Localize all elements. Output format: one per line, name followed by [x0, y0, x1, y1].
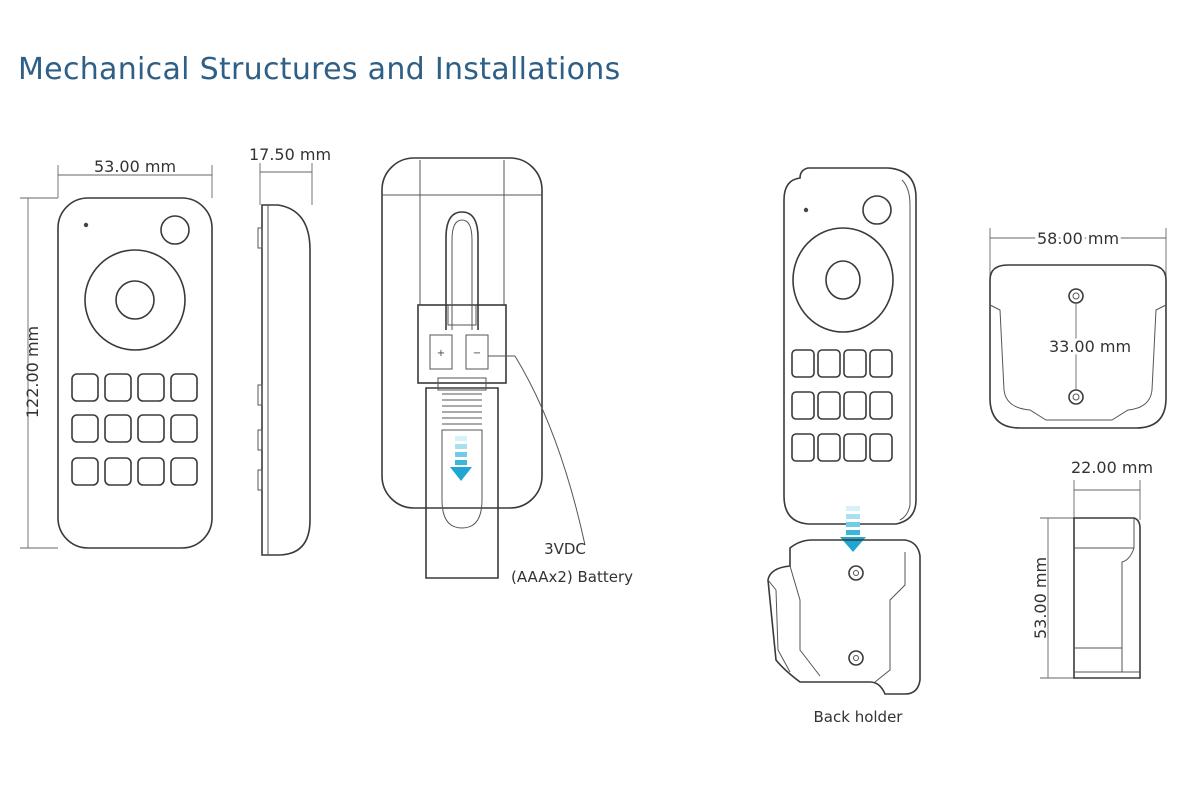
remote-side-body: [261, 204, 311, 556]
front-width-label: 53.00 mm: [94, 157, 176, 176]
holder-side-outline: [1073, 517, 1141, 679]
screw-hole: [848, 650, 864, 666]
holder-front-outline: [989, 264, 1167, 429]
wheel-center-button: [825, 260, 861, 300]
screw-hole-top: [1068, 288, 1084, 304]
key: [170, 414, 198, 443]
front-height-dimension: 122.00 mm: [20, 197, 58, 549]
screw-hole: [848, 565, 864, 581]
key: [137, 373, 165, 402]
back-holder-label: Back holder: [814, 708, 904, 726]
remote-front-body: [57, 197, 213, 549]
perspective-assembly: Back holder: [767, 167, 921, 726]
key: [104, 373, 132, 402]
insert-arrow-icon: [840, 506, 866, 552]
battery-type-label: (AAAx2) Battery: [511, 568, 633, 586]
holder-depth-label: 22.00 mm: [1071, 458, 1153, 477]
holder-side-view: 22.00 mm 53.00 mm: [1031, 458, 1153, 679]
svg-text:−: −: [473, 348, 481, 359]
color-wheel: [84, 249, 186, 351]
svg-text:+: +: [437, 348, 445, 359]
battery-voltage-label: 3VDC: [544, 540, 586, 558]
key: [71, 414, 99, 443]
battery-cell: [429, 334, 453, 370]
holder-height-label: 53.00 mm: [1031, 557, 1050, 639]
indicator-led: [83, 222, 89, 228]
front-height-label: 122.00 mm: [23, 326, 42, 418]
key: [137, 414, 165, 443]
holder-height-dimension: 53.00 mm: [1031, 517, 1074, 679]
front-width-dimension: 53.00 mm: [57, 157, 213, 198]
holder-front-view: 58.00 mm 33.00 mm: [989, 226, 1167, 429]
battery-cell: [465, 334, 489, 370]
side-depth-label: 17.50 mm: [249, 145, 331, 164]
power-button: [160, 215, 190, 245]
side-view: 17.50 mm: [249, 145, 331, 556]
color-wheel: [792, 227, 894, 333]
holder-width-label: 58.00 mm: [1037, 229, 1119, 248]
key: [71, 457, 99, 486]
battery-compartment: [417, 304, 507, 384]
lanyard-loop: [445, 211, 479, 330]
remote-3d-body: [783, 167, 917, 525]
key: [170, 457, 198, 486]
cover-grip: [442, 393, 482, 425]
holder-depth-dimension: 22.00 mm: [1071, 458, 1153, 520]
front-view: 53.00 mm 122.00 mm: [20, 157, 213, 549]
front-keypad: [71, 373, 198, 486]
remote-back-body: [381, 157, 543, 509]
key: [104, 457, 132, 486]
holder-hole-spacing-label: 33.00 mm: [1049, 337, 1131, 356]
back-view: + − 3VDC (AAAx2) Battery: [381, 157, 633, 586]
perspective-keypad: [791, 349, 893, 462]
battery-cover: [425, 387, 499, 579]
side-depth-dimension: 17.50 mm: [249, 145, 331, 205]
holder-width-dimension: 58.00 mm: [989, 226, 1167, 300]
power-button: [862, 195, 892, 225]
page-title: Mechanical Structures and Installations: [18, 52, 621, 87]
screw-hole-bottom: [1068, 389, 1084, 405]
key: [71, 373, 99, 402]
back-holder-3d: [767, 539, 921, 695]
key: [104, 414, 132, 443]
key: [137, 457, 165, 486]
wheel-center-button: [115, 280, 155, 320]
key: [170, 373, 198, 402]
slide-down-arrow-icon: [450, 436, 472, 481]
